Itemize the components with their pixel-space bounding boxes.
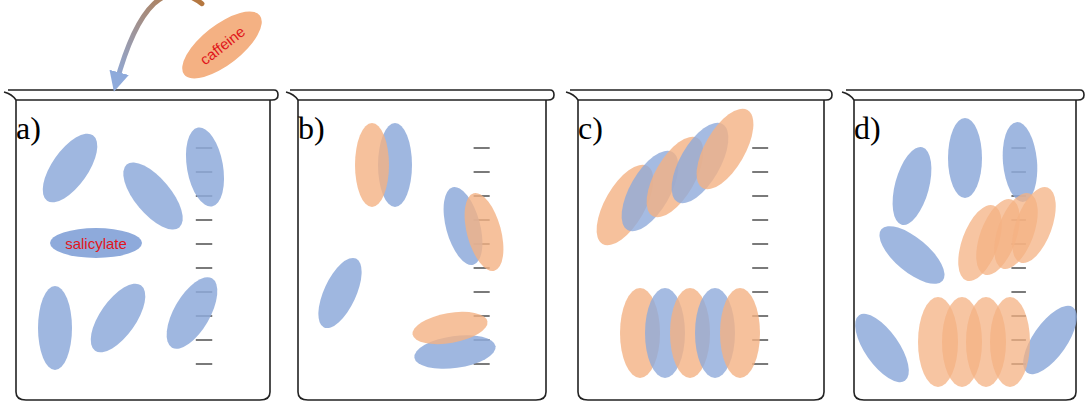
molecule-label: caffeine <box>172 0 272 90</box>
beaker: b) <box>286 88 554 400</box>
addition-arrow <box>116 0 202 84</box>
caffeine-stack <box>918 181 1065 387</box>
stacked-complex <box>585 100 765 378</box>
beaker-outline <box>566 88 832 400</box>
panel-label: a) <box>16 110 41 147</box>
beaker: c) <box>566 88 832 400</box>
caffeine-molecules <box>355 123 511 349</box>
salicylate-molecule: salicylate <box>50 228 142 258</box>
molecule-label: salicylate <box>50 228 142 258</box>
panel-label: d) <box>854 110 881 147</box>
salicylate-molecules <box>32 118 1086 391</box>
panel-label: b) <box>298 110 325 147</box>
caffeine-molecule: caffeine <box>172 0 272 90</box>
panel-label: c) <box>578 110 603 147</box>
beaker: a) salicylate <box>4 88 278 400</box>
beaker: d) <box>842 88 1084 400</box>
beaker-outline <box>286 88 554 400</box>
